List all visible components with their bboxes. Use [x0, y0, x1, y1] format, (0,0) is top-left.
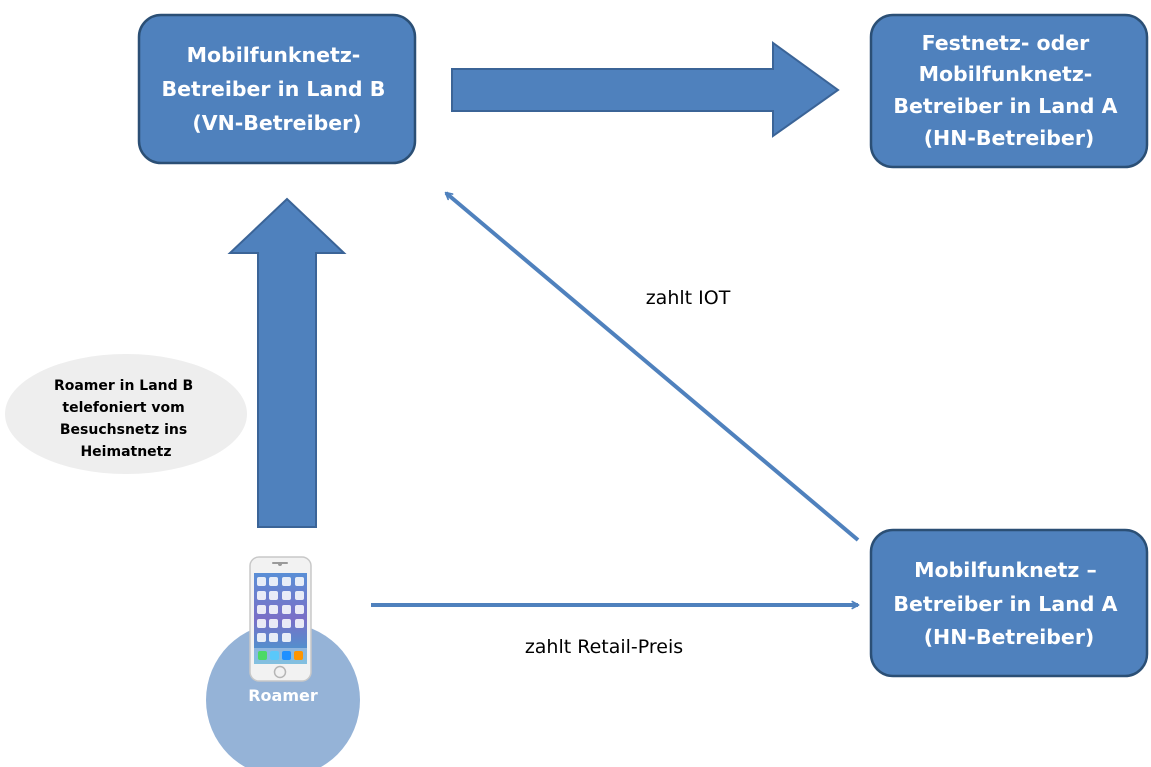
vn-operator-b-line-1: Mobilfunknetz-	[187, 43, 361, 67]
box-hn-operator-a-mobile	[869, 528, 1149, 678]
hn-fixed-line-4: (HN-Betreiber)	[924, 126, 1095, 150]
node-hn-operator-a-fixed: Festnetz- oder Mobilfunknetz- Betreiber …	[869, 13, 1149, 169]
hn-fixed-line-2: Mobilfunknetz-	[919, 62, 1093, 86]
block-arrow-roamer-to-vn	[227, 197, 347, 528]
hn-fixed-line-3: Betreiber in Land A	[893, 94, 1117, 118]
hn-mobile-line-3: (HN-Betreiber)	[924, 625, 1095, 649]
hn-mobile-line-1: Mobilfunknetz –	[914, 558, 1097, 582]
node-vn-operator-b: Mobilfunknetz- Betreiber in Land B (VN-B…	[137, 13, 417, 165]
note-line-2: telefoniert vom	[62, 400, 184, 416]
label-pays-retail: zahlt Retail-Preis	[525, 636, 683, 658]
note-bubble	[5, 354, 247, 474]
arrow-pays-iot	[444, 191, 860, 542]
node-hn-operator-a-mobile: Mobilfunknetz – Betreiber in Land A (HN-…	[869, 528, 1149, 678]
label-pays-iot: zahlt IOT	[646, 287, 731, 309]
svg-text:Mobilfunknetz – Betreibe: Mobilfunknetz – Betreiber in Land A (HN-…	[893, 558, 1124, 649]
node-note: Roamer in Land B telefoniert vom Besuchs…	[5, 354, 247, 474]
block-arrow-vn-to-hn	[451, 41, 840, 138]
roamer-circle	[206, 623, 360, 767]
box-vn-operator-b	[137, 13, 417, 165]
hn-fixed-line-1: Festnetz- oder	[922, 31, 1091, 55]
note-line-3: Besuchsnetz ins	[60, 422, 187, 438]
note-line-4: Heimatnetz	[80, 444, 171, 460]
svg-text:Festnetz- oder Mobilfunk: Festnetz- oder Mobilfunknetz- Betreiber …	[893, 31, 1124, 150]
box-hn-operator-a-fixed	[869, 13, 1149, 169]
note-line-1: Roamer in Land B	[54, 378, 193, 394]
node-roamer: Roamer	[206, 623, 360, 767]
svg-text:Mobilfunknetz- Betreiber: Mobilfunknetz- Betreiber in Land B (VN-B…	[161, 43, 392, 135]
smartphone-icon	[249, 556, 312, 682]
hn-mobile-line-2: Betreiber in Land A	[893, 592, 1117, 616]
svg-text:Roamer in Land B telefon: Roamer in Land B telefoniert vom Besuchs…	[54, 378, 198, 460]
vn-operator-b-line-2: Betreiber in Land B	[161, 77, 385, 101]
vn-operator-b-line-3: (VN-Betreiber)	[192, 111, 361, 135]
roamer-label: Roamer	[248, 686, 318, 705]
